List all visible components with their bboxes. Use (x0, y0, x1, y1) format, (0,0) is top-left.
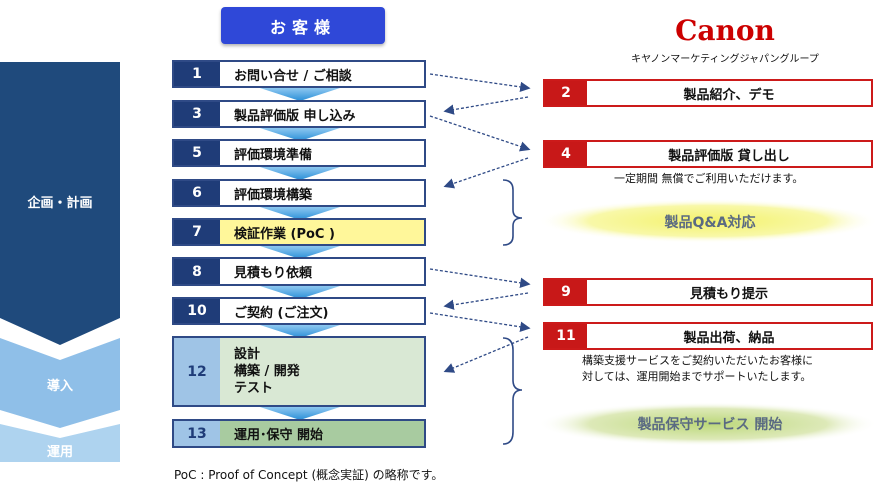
step-label: 製品評価版 申し込み (234, 108, 356, 124)
step-6: 6 評価環境構築 (172, 179, 426, 207)
step-number: 11 (545, 324, 587, 348)
step-number: 2 (545, 81, 587, 105)
canon-logo: Canon (675, 14, 775, 47)
step-7-poc: 7 検証作業 (PoC ) (172, 218, 426, 246)
step-label: 設計 構築 / 開発 テスト (220, 338, 424, 405)
customer-header: お客様 (221, 7, 385, 44)
canon-step-11: 11 製品出荷、納品 (543, 322, 873, 350)
step-10: 10 ご契約 (ご注文) (172, 297, 426, 325)
step-number: 8 (174, 259, 220, 284)
step-12: 12 設計 構築 / 開発 テスト (172, 336, 426, 407)
canon-group-name: キヤノンマーケティングジャパングループ (631, 54, 819, 65)
qa-support-label: 製品Q&A対応 (664, 215, 756, 231)
step-label: 製品紹介、デモ (683, 87, 775, 103)
canon-step-9: 9 見積もり提示 (543, 278, 873, 306)
maintenance-oval-shape (538, 402, 878, 446)
step-number: 7 (174, 220, 220, 244)
step-line: 構築 / 開発 (234, 364, 300, 379)
step-number: 6 (174, 181, 220, 205)
step-label: お問い合せ / ご相談 (234, 68, 352, 84)
step-label: 運用･保守 開始 (220, 421, 424, 446)
step-line: テスト (234, 381, 274, 396)
phase-planning-label: 企画・計画 (27, 196, 93, 211)
support-note-line1: 構築支援サービスをご契約いただいたお客様に (582, 354, 813, 367)
step-label: 見積もり依頼 (234, 266, 313, 281)
step-5: 5 評価環境準備 (172, 139, 426, 167)
step-number: 9 (545, 280, 587, 304)
step-number: 13 (174, 421, 220, 446)
step-label: 評価環境構築 (234, 187, 313, 203)
phase-introduction-shape (0, 338, 120, 428)
step-number: 1 (174, 62, 220, 86)
qa-oval-shape (538, 199, 878, 243)
step-label: 検証作業 (PoC ) (220, 220, 424, 244)
support-note-line2: 対しては、運用開始までサポートいたします。 (582, 370, 812, 383)
step-label: ご契約 (ご注文) (234, 305, 329, 321)
step-number: 5 (174, 141, 220, 165)
step-8: 8 見積もり依頼 (172, 257, 426, 286)
canon-step-2: 2 製品紹介、デモ (543, 79, 873, 107)
step-line: 設計 (234, 347, 261, 362)
phase-operation-shape (0, 424, 120, 462)
step-13: 13 運用･保守 開始 (172, 419, 426, 448)
maintenance-start-label: 製品保守サービス 開始 (637, 417, 783, 433)
canon-step-4: 4 製品評価版 貸し出し (543, 140, 873, 168)
phase-introduction-label: 導入 (46, 379, 73, 394)
step-label: 評価環境準備 (234, 147, 313, 163)
down-arrows (260, 88, 340, 420)
phase-planning-shape (0, 62, 120, 345)
step-number: 10 (174, 299, 220, 323)
step-label: 製品評価版 貸し出し (668, 148, 790, 164)
phase-operation-label: 運用 (46, 445, 73, 460)
step-number: 3 (174, 102, 220, 126)
step-1: 1 お問い合せ / ご相談 (172, 60, 426, 88)
eval-loan-note: 一定期間 無償でご利用いただけます。 (614, 172, 804, 185)
step-number: 4 (545, 142, 587, 166)
step-3: 3 製品評価版 申し込み (172, 100, 426, 128)
poc-footnote: PoC : Proof of Concept (概念実証) の略称です。 (174, 468, 444, 482)
step-label: 製品出荷、納品 (683, 330, 775, 346)
step-number: 12 (174, 338, 220, 405)
step-label: 見積もり提示 (689, 286, 768, 302)
